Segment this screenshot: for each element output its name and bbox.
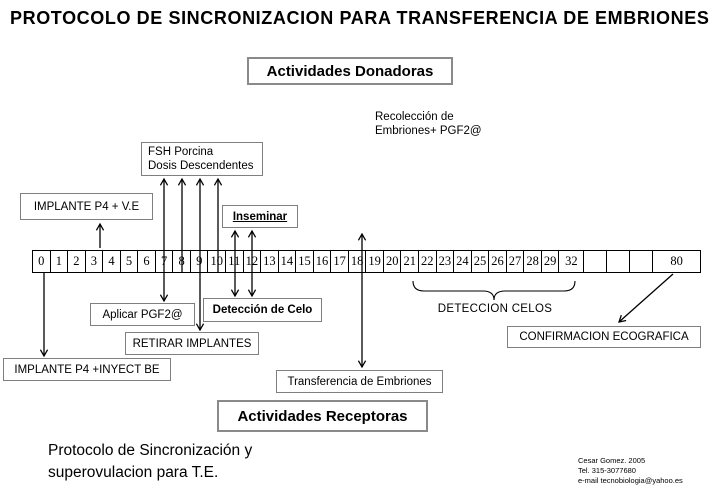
transferencia-label: Transferencia de Embriones xyxy=(287,375,432,388)
timeline-cell-day-80: 80 xyxy=(670,254,683,268)
inseminar-label: Inseminar xyxy=(232,210,288,223)
timeline-cell-day-4: 4 xyxy=(103,251,121,272)
credit-phone: Tel. 315-3077680 xyxy=(578,466,636,475)
timeline-cell-day-2: 2 xyxy=(68,251,86,272)
timeline-cell-empty xyxy=(630,251,654,272)
fsh-box-line2: Dosis Descendentes xyxy=(148,160,254,172)
aplicar-pgf-label: Aplicar PGF2@ xyxy=(102,308,183,321)
timeline-cell-day-7: 7 xyxy=(156,251,174,272)
timeline-cell-day-25: 25 xyxy=(472,251,490,272)
footer-caption-line2: superovulacion para T.E. xyxy=(48,464,219,481)
timeline-cell-day-15: 15 xyxy=(296,251,314,272)
deteccion-celo-box: Detección de Celo xyxy=(203,298,322,322)
timeline-cell-day-18: 18 xyxy=(349,251,367,272)
timeline-cell-day-17: 17 xyxy=(331,251,349,272)
receptors-header-box: Actividades Receptoras xyxy=(217,400,428,432)
timeline-cell-day-32: 32 xyxy=(559,251,585,272)
timeline-cell-day-24: 24 xyxy=(454,251,472,272)
aplicar-pgf-box: Aplicar PGF2@ xyxy=(90,303,195,326)
fsh-box-line1: FSH Porcina xyxy=(148,146,214,158)
recoleccion-note: Recolección de Embriones+ PGF2@ xyxy=(375,110,482,138)
implante-p4-inyect-label: IMPLANTE P4 +INYECT BE xyxy=(14,363,160,376)
arrow-day80-confirmacion xyxy=(618,273,674,323)
page-title: PROTOCOLO DE SINCRONIZACION PARA TRANSFE… xyxy=(10,8,710,28)
timeline-cell-day-28: 28 xyxy=(524,251,542,272)
receptors-header-label: Actividades Receptoras xyxy=(237,407,408,425)
timeline-cell-day-3: 3 xyxy=(86,251,104,272)
donors-header-box: Actividades Donadoras xyxy=(247,57,453,85)
timeline-cell-day-14: 14 xyxy=(279,251,297,272)
inseminar-box: Inseminar xyxy=(222,205,298,228)
recoleccion-note-line2: Embriones+ PGF2@ xyxy=(375,125,482,137)
timeline-cell-day-8: 8 xyxy=(173,251,191,272)
timeline-cell-day-26: 26 xyxy=(489,251,507,272)
credit-email: e-mail tecnobiologia@yahoo.es xyxy=(578,476,683,485)
timeline-cell-day-27: 27 xyxy=(507,251,525,272)
timeline-cell-day-0: 0 xyxy=(33,251,51,272)
implante-p4-inyect-box: IMPLANTE P4 +INYECT BE xyxy=(3,358,171,381)
timeline-cell-empty xyxy=(607,251,631,272)
timeline-cell-day-23: 23 xyxy=(437,251,455,272)
timeline-cell-day-11: 11 xyxy=(226,251,244,272)
timeline-cell-day-9: 9 xyxy=(191,251,209,272)
fsh-box: FSH Porcina Dosis Descendentes xyxy=(141,142,263,176)
timeline-cell-day-29: 29 xyxy=(542,251,560,272)
timeline-cell-day-5: 5 xyxy=(121,251,139,272)
timeline-cell-day-21: 21 xyxy=(401,251,420,272)
retirar-implantes-label: RETIRAR IMPLANTES xyxy=(132,337,252,350)
credit-author: Cesar Gomez. 2005 xyxy=(578,456,646,465)
timeline-cell-day-19: 19 xyxy=(366,251,384,272)
footer-caption: Protocolo de Sincronización y superovula… xyxy=(48,440,252,484)
transferencia-box: Transferencia de Embriones xyxy=(276,370,443,393)
timeline-cell-day-1: 1 xyxy=(51,251,69,272)
timeline-cell-day-22: 22 xyxy=(419,251,437,272)
confirmacion-ecografica-label: CONFIRMACION ECOGRAFICA xyxy=(519,331,689,343)
confirmacion-ecografica-box: CONFIRMACION ECOGRAFICA xyxy=(507,326,701,348)
timeline-cell-day-10: 10 xyxy=(208,251,227,272)
timeline-cell-day-12: 12 xyxy=(244,251,262,272)
deteccion-celo-label: Detección de Celo xyxy=(212,304,313,316)
timeline-cell-day-13: 13 xyxy=(261,251,279,272)
donors-header-label: Actividades Donadoras xyxy=(266,62,434,80)
footer-caption-line1: Protocolo de Sincronización y xyxy=(48,442,253,459)
recoleccion-note-line1: Recolección de xyxy=(375,111,454,123)
implante-p4-ve-box: IMPLANTE P4 + V.E xyxy=(20,193,153,220)
author-credits: Cesar Gomez. 2005 Tel. 315-3077680 e-mai… xyxy=(578,456,683,486)
retirar-implantes-box: RETIRAR IMPLANTES xyxy=(125,332,259,355)
timeline-cell-day-20: 20 xyxy=(384,251,402,272)
deteccion-celos-label: DETECCION CELOS xyxy=(437,303,553,315)
timeline-cell-day-6: 6 xyxy=(138,251,156,272)
deteccion-celos-brace xyxy=(412,280,576,301)
implante-p4-ve-label: IMPLANTE P4 + V.E xyxy=(33,200,140,213)
timeline-cell-empty xyxy=(584,251,608,272)
timeline-cell-day-16: 16 xyxy=(314,251,332,272)
